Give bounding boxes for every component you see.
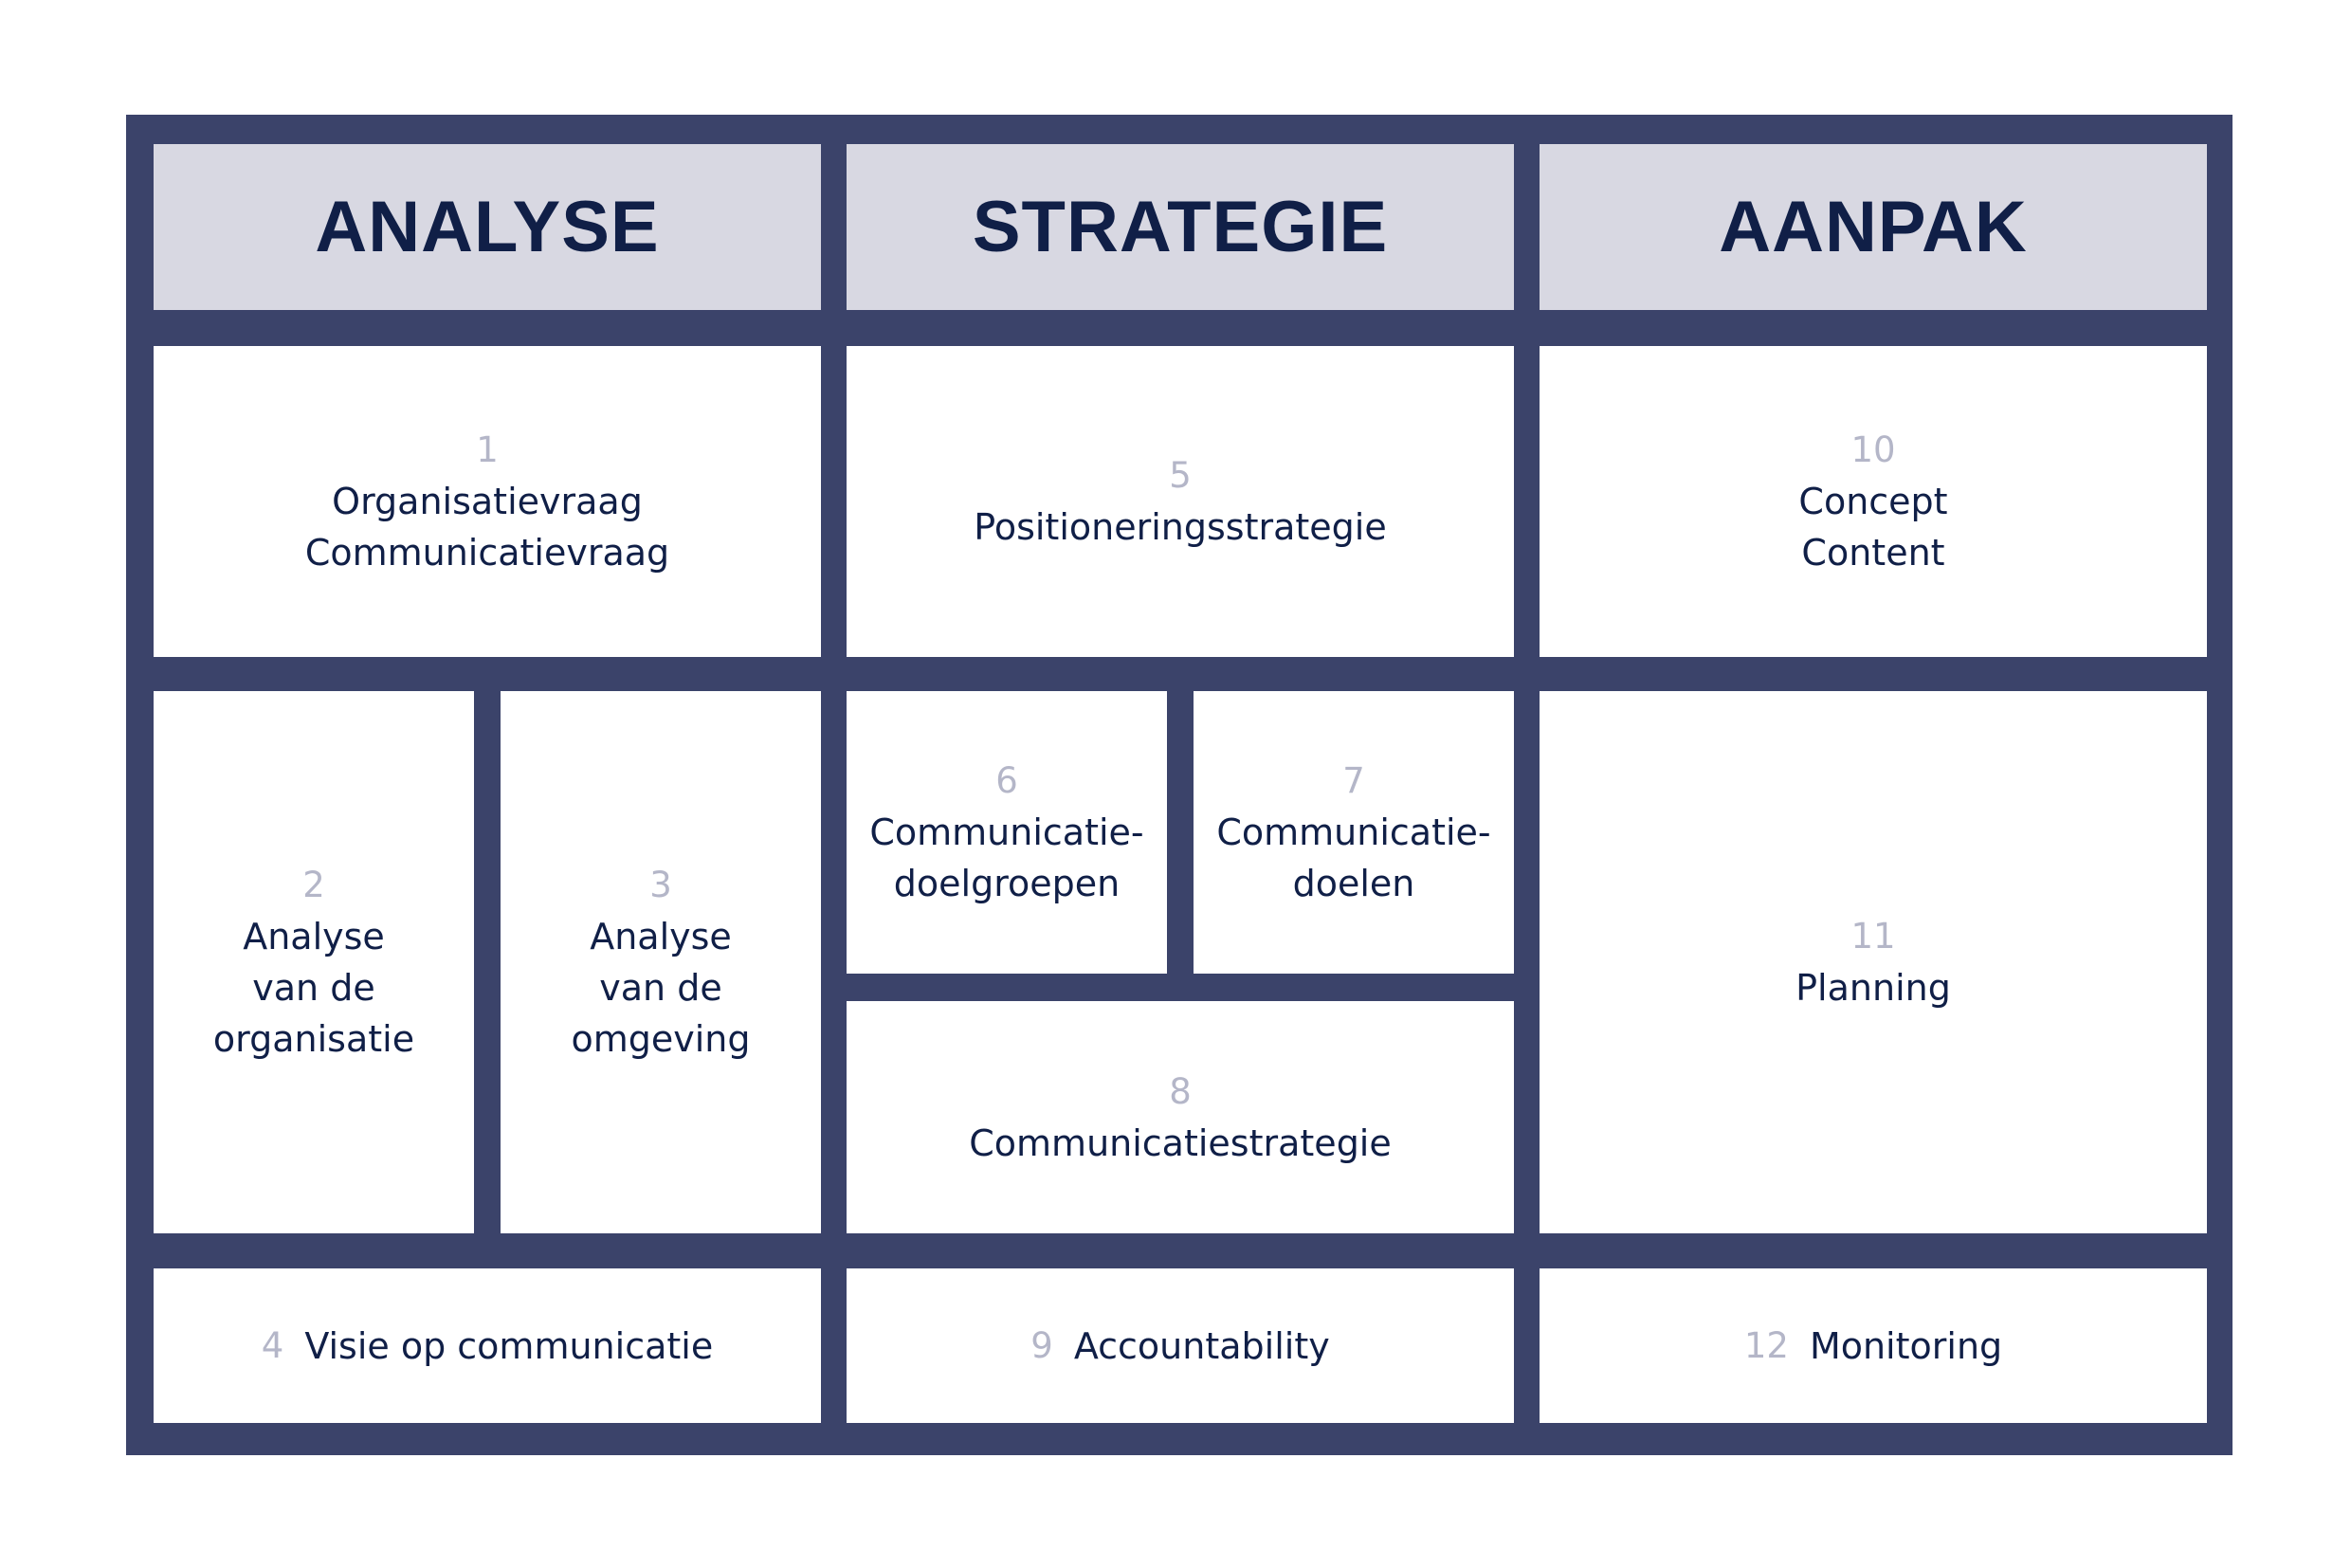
cell-analyse-omgeving: 3 Analyse van de omgeving — [501, 691, 821, 1233]
cell-communicatiedoelen: 7 Communicatie- doelen — [1194, 691, 1514, 974]
cell-label: Accountability — [1073, 1324, 1330, 1367]
cell-communicatiestrategie: 8 Communicatiestrategie — [847, 1001, 1514, 1233]
cell-monitoring: 12 Monitoring — [1540, 1268, 2207, 1423]
cell-number: 5 — [1169, 455, 1192, 496]
header-analyse: ANALYSE — [154, 144, 821, 310]
cell-number: 7 — [1342, 760, 1365, 801]
cell-number: 4 — [261, 1324, 284, 1366]
cell-communicatiedoelgroepen: 6 Communicatie- doelgroepen — [847, 691, 1167, 974]
cell-label: Communicatie- doelgroepen — [869, 811, 1144, 904]
cell-number: 11 — [1850, 916, 1896, 957]
cell-label: Monitoring — [1809, 1324, 2003, 1367]
header-analyse-title: ANALYSE — [315, 187, 660, 267]
cell-concept-content: 10 Concept Content — [1540, 346, 2207, 657]
cell-label: Communicatie- doelen — [1216, 811, 1491, 904]
cell-positioneringsstrategie: 5 Positioneringsstrategie — [847, 346, 1514, 657]
header-aanpak: AANPAK — [1540, 144, 2207, 310]
cell-analyse-organisatie: 2 Analyse van de organisatie — [154, 691, 474, 1233]
header-aanpak-title: AANPAK — [1719, 187, 2028, 267]
header-strategie-title: STRATEGIE — [972, 187, 1389, 267]
header-strategie: STRATEGIE — [847, 144, 1514, 310]
cell-label: Planning — [1795, 967, 1951, 1009]
cell-organisatievraag: 1 Organisatievraag Communicatievraag — [154, 346, 821, 657]
cell-label: Analyse van de omgeving — [571, 916, 751, 1060]
cell-number: 9 — [1030, 1324, 1053, 1366]
cell-label: Analyse van de organisatie — [212, 916, 415, 1060]
cell-label: Concept Content — [1798, 481, 1948, 574]
cell-number: 3 — [649, 865, 672, 905]
cell-label: Visie op communicatie — [304, 1324, 714, 1367]
cell-number: 10 — [1850, 429, 1896, 470]
cell-number: 2 — [302, 865, 325, 905]
cell-accountability: 9 Accountability — [847, 1268, 1514, 1423]
cell-visie-op-communicatie: 4 Visie op communicatie — [154, 1268, 821, 1423]
cell-number: 1 — [476, 429, 499, 470]
cell-label: Positioneringsstrategie — [974, 506, 1387, 548]
cell-label: Organisatievraag Communicatievraag — [304, 481, 670, 574]
cell-number: 12 — [1743, 1324, 1789, 1366]
cell-planning: 11 Planning — [1540, 691, 2207, 1233]
cell-number: 8 — [1169, 1070, 1192, 1112]
cell-label: Communicatiestrategie — [969, 1121, 1392, 1164]
cell-number: 6 — [995, 760, 1018, 801]
